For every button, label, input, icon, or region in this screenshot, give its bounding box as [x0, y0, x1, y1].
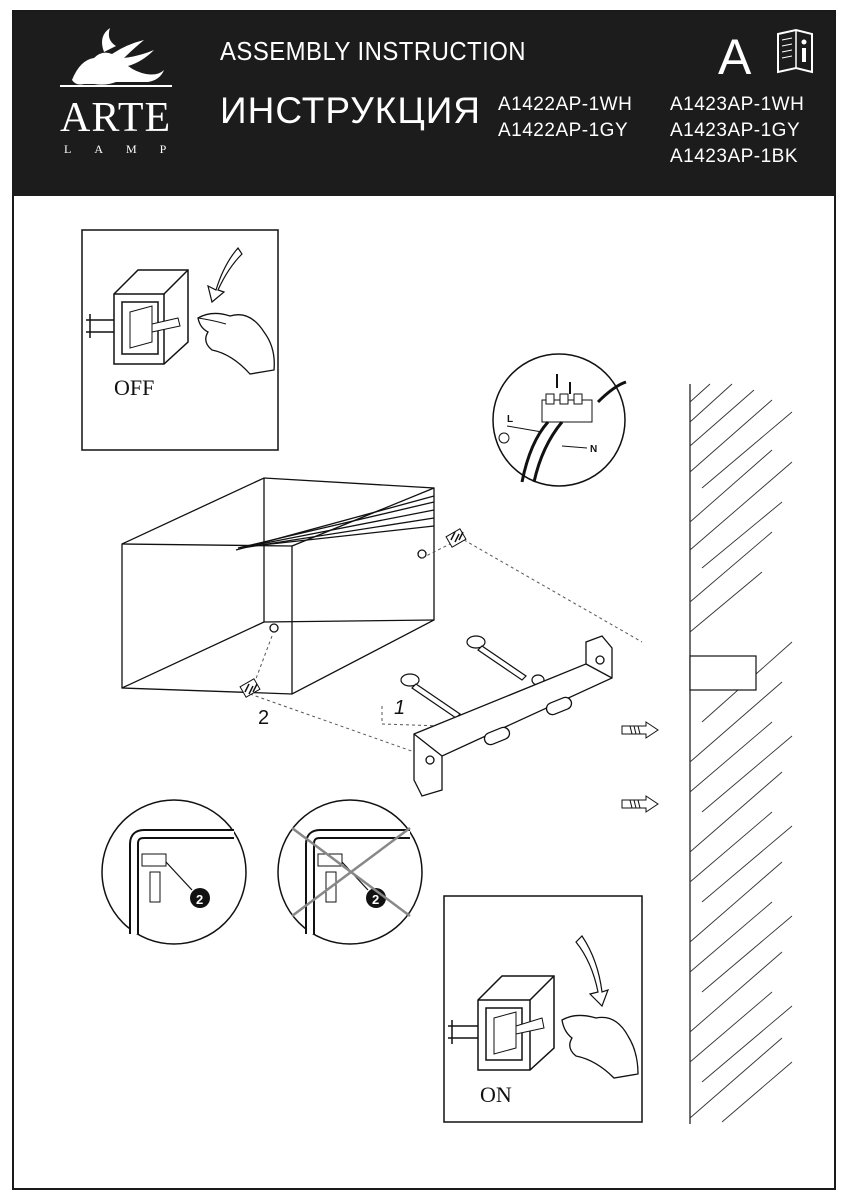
- wall-section: [689, 383, 793, 1124]
- wiring-detail: [492, 353, 627, 487]
- marker-2-label: 2: [196, 892, 203, 907]
- step-1-label: 1: [394, 697, 405, 719]
- model-code: A1422AP-1GY: [498, 120, 629, 141]
- title-russian: ИНСТРУКЦИЯ: [220, 90, 482, 131]
- title-english: ASSEMBLY INSTRUCTION: [220, 36, 527, 66]
- allen-key-correct-detail: [101, 799, 247, 945]
- instruction-page: ARTE LAMP ASSEMBLY INSTRUCTION ИНСТРУКЦИ…: [12, 10, 836, 1190]
- switch-on-panel: [443, 895, 643, 1123]
- model-list-2: A1423AP-1WH A1423AP-1GY A1423AP-1BK: [670, 92, 804, 170]
- brand-subtitle: LAMP: [64, 142, 190, 156]
- model-code: A1423AP-1WH: [670, 94, 805, 115]
- info-book-icon: [777, 28, 813, 74]
- allen-key-incorrect-detail: [277, 799, 423, 945]
- off-label: OFF: [114, 375, 154, 400]
- brand-name: ARTE: [60, 95, 172, 141]
- griffin-icon: [60, 28, 172, 87]
- screw-guides: [249, 539, 643, 755]
- model-list-1: A1422AP-1WH A1422AP-1GY: [498, 92, 632, 144]
- header-bar: ARTE LAMP ASSEMBLY INSTRUCTION ИНСТРУКЦИ…: [14, 12, 834, 196]
- lamp-body: [121, 477, 435, 695]
- assembly-diagram: OFF L N: [81, 229, 793, 1124]
- mounting-bracket: [413, 635, 613, 797]
- marker-2-label: 2: [372, 892, 379, 907]
- marker-2-icon: [190, 888, 210, 908]
- dowel-arrow-icon: [621, 721, 659, 813]
- step-2-label: 2: [258, 707, 269, 729]
- model-code: A1423AP-1GY: [670, 120, 801, 141]
- brand-logo: ARTE LAMP: [32, 20, 182, 170]
- wire-n-label: N: [590, 444, 597, 455]
- model-code: A1423AP-1BK: [670, 146, 799, 167]
- model-code: A1422AP-1WH: [498, 94, 633, 115]
- wood-screw-icon: [400, 635, 545, 726]
- wire-l-label: L: [507, 414, 513, 425]
- set-screw-icon: [239, 528, 467, 698]
- on-label: ON: [480, 1082, 512, 1107]
- language-letter: A: [718, 29, 752, 85]
- switch-off-panel: [81, 229, 279, 451]
